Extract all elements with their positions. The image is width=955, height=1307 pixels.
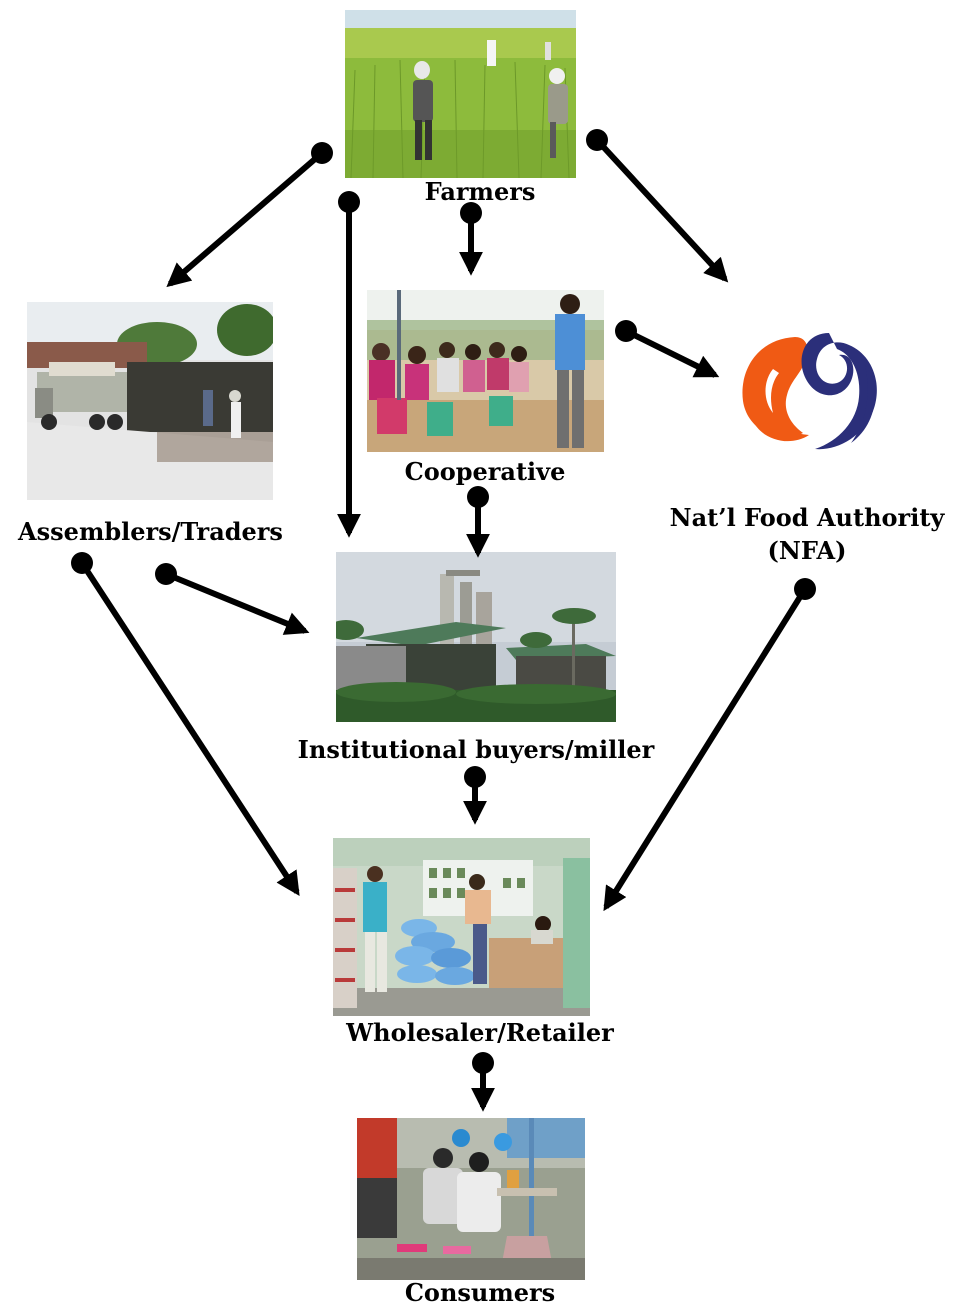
assemblers-label: Assemblers/Traders <box>18 517 283 546</box>
arrow-start-dot <box>467 486 489 508</box>
nfa-label-line1: Nat’l Food Authority <box>669 503 945 532</box>
cooperative-label: Cooperative <box>404 457 566 486</box>
miller-label: Institutional buyers/miller <box>297 735 655 764</box>
cooperative-photo <box>367 290 604 452</box>
arrow-assemblers-to-miller <box>164 571 310 635</box>
arrow-start-dot <box>71 552 93 574</box>
arrow-start-dot <box>155 563 177 585</box>
arrow-start-dot <box>586 129 608 151</box>
nfa-logo <box>733 325 890 455</box>
miller-photo <box>336 552 616 722</box>
consumers-photo <box>357 1118 585 1280</box>
arrow-start-dot <box>794 578 816 600</box>
farmers-label: Farmers <box>424 177 536 206</box>
consumers-label: Consumers <box>404 1278 556 1307</box>
arrow-start-dot <box>311 142 333 164</box>
nfa-label-line2: (NFA) <box>767 536 847 565</box>
arrow-start-dot <box>464 766 486 788</box>
arrow-cooperative-to-nfa <box>624 328 720 378</box>
wholesaler-label: Wholesaler/Retailer <box>346 1018 614 1047</box>
arrow-assemblers-to-wholesaler <box>79 561 300 897</box>
arrow-start-dot <box>472 1052 494 1074</box>
wholesaler-photo <box>333 838 590 1016</box>
farmers-photo <box>345 10 576 178</box>
arrow-start-dot <box>615 320 637 342</box>
arrow-farmers-to-nfa <box>594 137 729 283</box>
assemblers-photo <box>27 302 273 500</box>
arrow-start-dot <box>338 191 360 213</box>
arrow-farmers-to-assemblers <box>166 150 324 288</box>
